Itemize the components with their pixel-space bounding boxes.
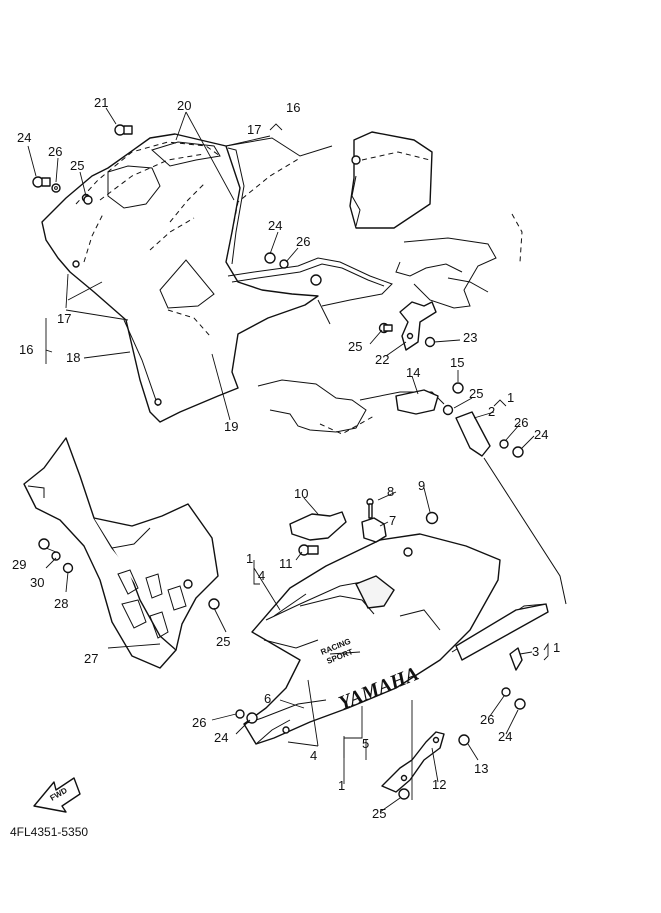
label-16-top: 16 bbox=[286, 100, 300, 115]
bolt-24-upper-left bbox=[32, 176, 51, 188]
washer-30 bbox=[51, 551, 61, 561]
label-26-lower-left: 26 bbox=[192, 715, 206, 730]
label-24-lower-left: 24 bbox=[214, 730, 228, 745]
label-13: 13 bbox=[474, 761, 488, 776]
inner-panel-27 bbox=[23, 437, 219, 669]
label-16-left: 16 bbox=[19, 342, 33, 357]
pin-8 bbox=[366, 498, 374, 519]
label-26-lower-right: 26 bbox=[480, 712, 494, 727]
label-4-upper: 4 bbox=[258, 568, 265, 583]
cable-line bbox=[483, 457, 567, 605]
label-1-bottom: 1 bbox=[338, 778, 345, 793]
label-8: 8 bbox=[387, 484, 394, 499]
label-25-lower-left: 25 bbox=[216, 634, 230, 649]
label-25-right: 25 bbox=[469, 386, 483, 401]
label-1-right-top: 1 bbox=[507, 390, 514, 405]
clip-3 bbox=[509, 647, 523, 671]
nut-15 bbox=[452, 382, 464, 394]
label-23: 23 bbox=[463, 330, 477, 345]
bolt-11 bbox=[298, 544, 319, 556]
washer-26-upper-left bbox=[51, 183, 61, 193]
label-1-mid: 1 bbox=[246, 551, 253, 566]
label-22: 22 bbox=[375, 352, 389, 367]
grommet-25-upper-left bbox=[83, 195, 93, 205]
label-26-right: 26 bbox=[514, 415, 528, 430]
label-24-right: 24 bbox=[534, 427, 548, 442]
label-20: 20 bbox=[177, 98, 191, 113]
label-24-upper-left: 24 bbox=[17, 130, 31, 145]
screw-28 bbox=[62, 562, 74, 574]
bolt-24-right bbox=[512, 446, 524, 458]
leader-lines bbox=[27, 107, 549, 813]
cowling-stay bbox=[227, 257, 393, 325]
bolt-24-lower-right bbox=[514, 698, 526, 710]
label-25-bottom: 25 bbox=[372, 806, 386, 821]
label-21: 21 bbox=[94, 95, 108, 110]
label-24-lower-right: 24 bbox=[498, 729, 512, 744]
label-2: 2 bbox=[488, 404, 495, 419]
washer-26-lower-left bbox=[235, 709, 245, 719]
bracket-14 bbox=[395, 389, 439, 415]
label-10: 10 bbox=[294, 486, 308, 501]
label-14: 14 bbox=[406, 365, 420, 380]
bracket-2 bbox=[455, 411, 491, 457]
label-17-left: 17 bbox=[57, 311, 71, 326]
frame-section-upper bbox=[395, 213, 523, 309]
screw-29 bbox=[38, 538, 50, 550]
label-26-upper-mid: 26 bbox=[296, 234, 310, 249]
washer-26-lower-right bbox=[501, 687, 511, 697]
label-18: 18 bbox=[66, 350, 80, 365]
label-17-top: 17 bbox=[247, 122, 261, 137]
label-11: 11 bbox=[279, 556, 293, 571]
bolt-9 bbox=[425, 511, 439, 525]
lower-cowling bbox=[243, 533, 549, 745]
label-25-upper-mid: 25 bbox=[348, 339, 362, 354]
label-12: 12 bbox=[432, 777, 446, 792]
windshield-edge bbox=[225, 137, 333, 233]
label-7: 7 bbox=[389, 513, 396, 528]
label-3: 3 bbox=[532, 644, 539, 659]
label-24-upper-mid: 24 bbox=[268, 218, 282, 233]
bracket-10 bbox=[289, 511, 347, 541]
meter-assembly bbox=[349, 131, 433, 229]
grommet-25-bottom bbox=[398, 788, 410, 800]
bolt-24-upper-mid bbox=[264, 252, 276, 264]
screw-21 bbox=[114, 124, 133, 136]
label-25-upper-left: 25 bbox=[70, 158, 84, 173]
upper-cowling bbox=[41, 133, 319, 423]
fwd-arrow-icon: FWD bbox=[33, 777, 81, 813]
part-labels: 21 20 16 17 24 26 25 24 26 17 16 18 25 2… bbox=[10, 95, 560, 839]
label-5: 5 bbox=[362, 736, 369, 751]
screw-23 bbox=[424, 336, 436, 348]
label-1-right-lower: 1 bbox=[553, 640, 560, 655]
grommet-25-right bbox=[442, 404, 454, 416]
label-15: 15 bbox=[450, 355, 464, 370]
label-27: 27 bbox=[84, 651, 98, 666]
bracket-22 bbox=[399, 301, 437, 351]
bracket-12 bbox=[381, 731, 445, 793]
damper-7 bbox=[361, 517, 387, 543]
label-4-lower: 4 bbox=[310, 748, 317, 763]
label-26-upper-left: 26 bbox=[48, 144, 62, 159]
label-30: 30 bbox=[30, 575, 44, 590]
washer-26-right bbox=[499, 439, 509, 449]
diagram-code: 4FL4351-5350 bbox=[10, 825, 88, 839]
label-6: 6 bbox=[264, 691, 271, 706]
grommet-25-lower-left bbox=[208, 598, 220, 610]
label-19: 19 bbox=[224, 419, 238, 434]
label-9: 9 bbox=[418, 478, 425, 493]
label-29: 29 bbox=[12, 557, 26, 572]
label-28: 28 bbox=[54, 596, 68, 611]
bolt-13 bbox=[458, 734, 470, 746]
